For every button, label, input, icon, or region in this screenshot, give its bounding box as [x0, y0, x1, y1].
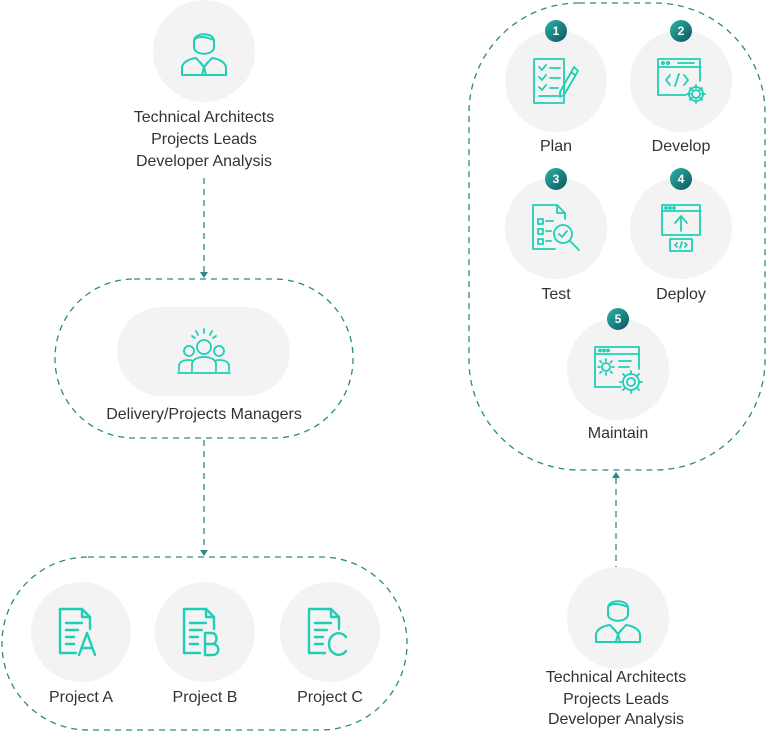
bottom-roles-line-2: Projects Leads: [563, 691, 669, 708]
top-roles-line-1: Technical Architects: [133, 109, 275, 126]
step-deploy-label: Deploy: [656, 286, 706, 303]
step-5-badge: 5: [607, 308, 629, 330]
project-b-label: Project B: [172, 689, 238, 706]
document-a-icon: [58, 607, 97, 657]
window-gears-icon: [594, 346, 643, 394]
person-circle-top: [153, 0, 255, 102]
team-icon: [176, 327, 231, 374]
step-test-label: Test: [541, 286, 571, 303]
project-a-circle: [31, 582, 131, 682]
project-b-circle: [155, 582, 255, 682]
step-plan-circle: [505, 30, 607, 132]
step-maintain-circle: [567, 318, 669, 420]
step-test-circle: [505, 177, 607, 279]
managers-label: Delivery/Projects Managers: [106, 406, 302, 423]
step-develop-circle: [630, 30, 732, 132]
step-1-badge: 1: [545, 20, 567, 42]
code-window-gear-icon: [657, 58, 706, 104]
projects-enclosure: [1, 556, 408, 731]
managers-enclosure: [54, 278, 354, 439]
document-b-icon: [182, 607, 220, 657]
managers-pill: [117, 307, 290, 396]
person-circle-bottom: [567, 567, 669, 669]
arrowhead-sdlc: [612, 472, 620, 478]
upload-window-icon: [661, 204, 701, 252]
checklist-icon: [533, 58, 579, 104]
step-develop-label: Develop: [651, 138, 711, 155]
document-c-icon: [307, 607, 348, 656]
step-plan-label: Plan: [539, 138, 573, 155]
bottom-roles-line-3: Developer Analysis: [547, 711, 685, 728]
step-3-badge: 3: [545, 168, 567, 190]
step-2-badge: 2: [670, 20, 692, 42]
bottom-roles-line-1: Technical Architects: [545, 669, 687, 686]
document-magnifier-icon: [532, 204, 580, 251]
sdlc-enclosure: [468, 2, 766, 471]
arrowhead-projects: [200, 550, 208, 556]
step-maintain-label: Maintain: [587, 425, 649, 442]
person-icon: [181, 33, 227, 76]
arrowhead-managers: [200, 272, 208, 278]
step-4-badge: 4: [670, 168, 692, 190]
project-c-circle: [280, 582, 380, 682]
top-roles-line-3: Developer Analysis: [135, 153, 273, 170]
top-roles-line-2: Projects Leads: [151, 131, 257, 148]
step-deploy-circle: [630, 177, 732, 279]
person-icon: [595, 600, 641, 643]
project-c-label: Project C: [297, 689, 363, 706]
project-a-label: Project A: [48, 689, 114, 706]
